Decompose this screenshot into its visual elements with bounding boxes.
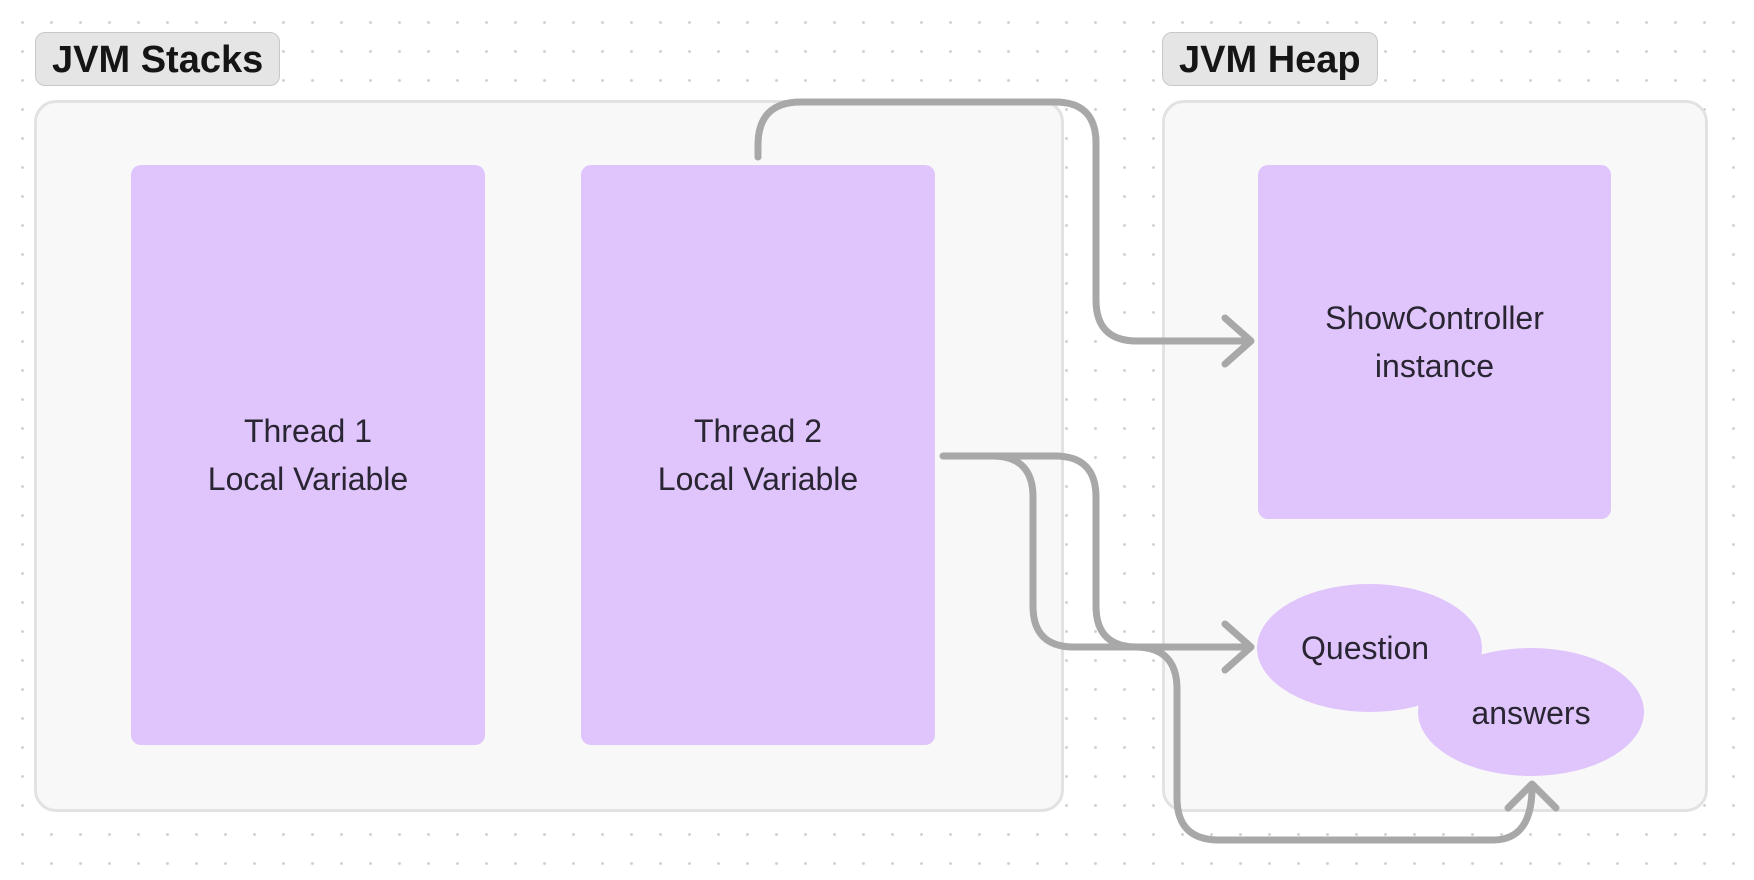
connector-thread2-to-question-inner [988, 452, 1141, 651]
arrowhead-controller [1221, 314, 1255, 368]
show-controller-subtitle: instance [1374, 348, 1495, 384]
thread-1-subtitle: Local Variable [207, 461, 409, 497]
arrowhead-question [1221, 620, 1255, 674]
question-ellipse[interactable]: Question [1257, 584, 1482, 712]
thread-1-block[interactable]: Thread 1 Local Variable [131, 165, 485, 745]
question-label: Question [1301, 629, 1430, 666]
jvm-stacks-tag: JVM Stacks [35, 32, 281, 86]
jvm-heap-tag: JVM Heap [1162, 32, 1378, 86]
answers-label: answers [1471, 694, 1591, 731]
thread-2-subtitle: Local Variable [657, 461, 859, 497]
thread-1-title: Thread 1 [243, 413, 373, 449]
connector-to-answers [1131, 643, 1536, 844]
show-controller-title: ShowController [1325, 300, 1544, 336]
answers-ellipse[interactable]: answers [1418, 648, 1644, 776]
connector-thread2-to-question-outer [939, 452, 1252, 651]
connector-thread2-to-controller [754, 98, 1252, 345]
thread-2-title: Thread 2 [693, 413, 823, 449]
arrowhead-answers [1504, 780, 1560, 812]
thread-2-block[interactable]: Thread 2 Local Variable [581, 165, 935, 745]
show-controller-block[interactable]: ShowController instance [1258, 165, 1611, 519]
